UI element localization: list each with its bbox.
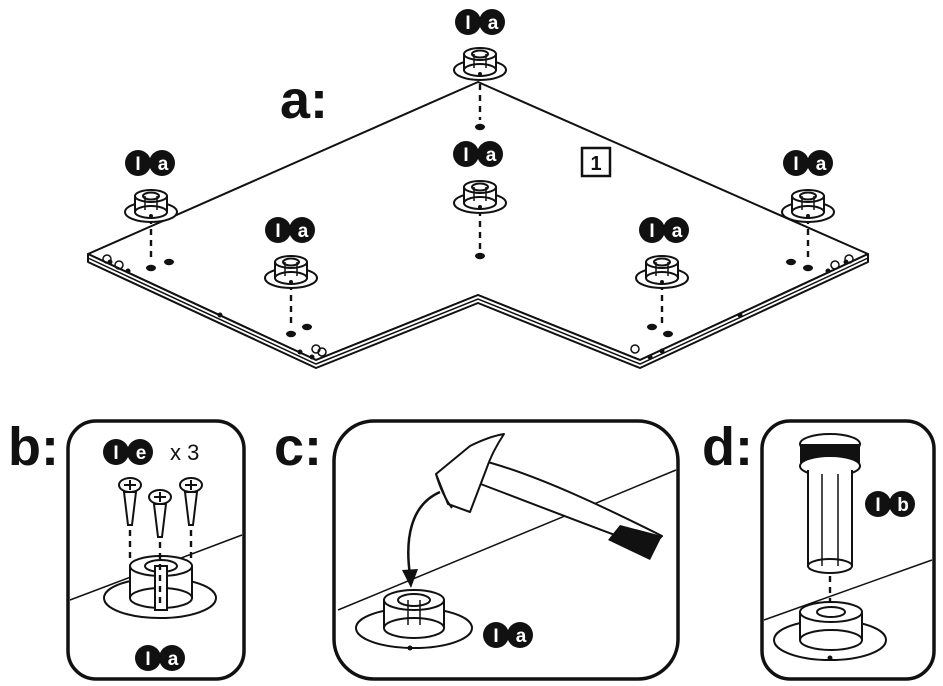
badge-prefix: I	[493, 626, 498, 647]
badge-leveler-base-c: I a	[483, 622, 533, 648]
badge-letter: a	[672, 221, 683, 242]
screw-quantity: x 3	[170, 440, 199, 465]
board	[87, 81, 869, 369]
badge-leveler-foot: I b	[865, 491, 915, 517]
badge-letter: e	[136, 443, 147, 464]
step-d-label: d:	[702, 417, 753, 477]
screw	[179, 477, 203, 526]
step-c-label: c:	[274, 417, 322, 477]
badge-prefix: I	[275, 221, 280, 242]
screw	[148, 489, 172, 538]
badge-leveler-base-b: I a	[135, 645, 185, 671]
step-a-label: a:	[280, 70, 328, 130]
badge-prefix: I	[793, 154, 798, 175]
badge-letter: b	[897, 495, 909, 516]
step-d-panel	[760, 419, 936, 681]
badge-prefix: I	[463, 145, 468, 166]
badge-letter: a	[298, 221, 309, 242]
badge-prefix: I	[113, 443, 118, 464]
badge-prefix: I	[875, 495, 880, 516]
step-b-panel	[66, 419, 246, 681]
badge-prefix: I	[465, 13, 470, 34]
badge-letter: a	[486, 145, 497, 166]
screw	[118, 477, 142, 526]
badge-letter: a	[158, 154, 169, 175]
step-c-panel	[332, 419, 680, 681]
placement-guides	[149, 84, 810, 328]
badge-prefix: I	[145, 649, 150, 670]
part-number-box: 1	[580, 146, 612, 178]
hammer-icon	[435, 433, 663, 560]
badge-prefix: I	[649, 221, 654, 242]
badge-letter: a	[816, 154, 827, 175]
badge-letter: a	[516, 626, 527, 647]
part-number: 1	[590, 153, 601, 175]
badge-prefix: I	[135, 154, 140, 175]
step-b-label: b:	[8, 417, 59, 477]
badge-letter: a	[168, 649, 179, 670]
badge-screw: I e	[103, 439, 153, 465]
part-badges-step-a: I a I a I a I a I a I a	[125, 9, 833, 243]
badge-letter: a	[488, 13, 499, 34]
